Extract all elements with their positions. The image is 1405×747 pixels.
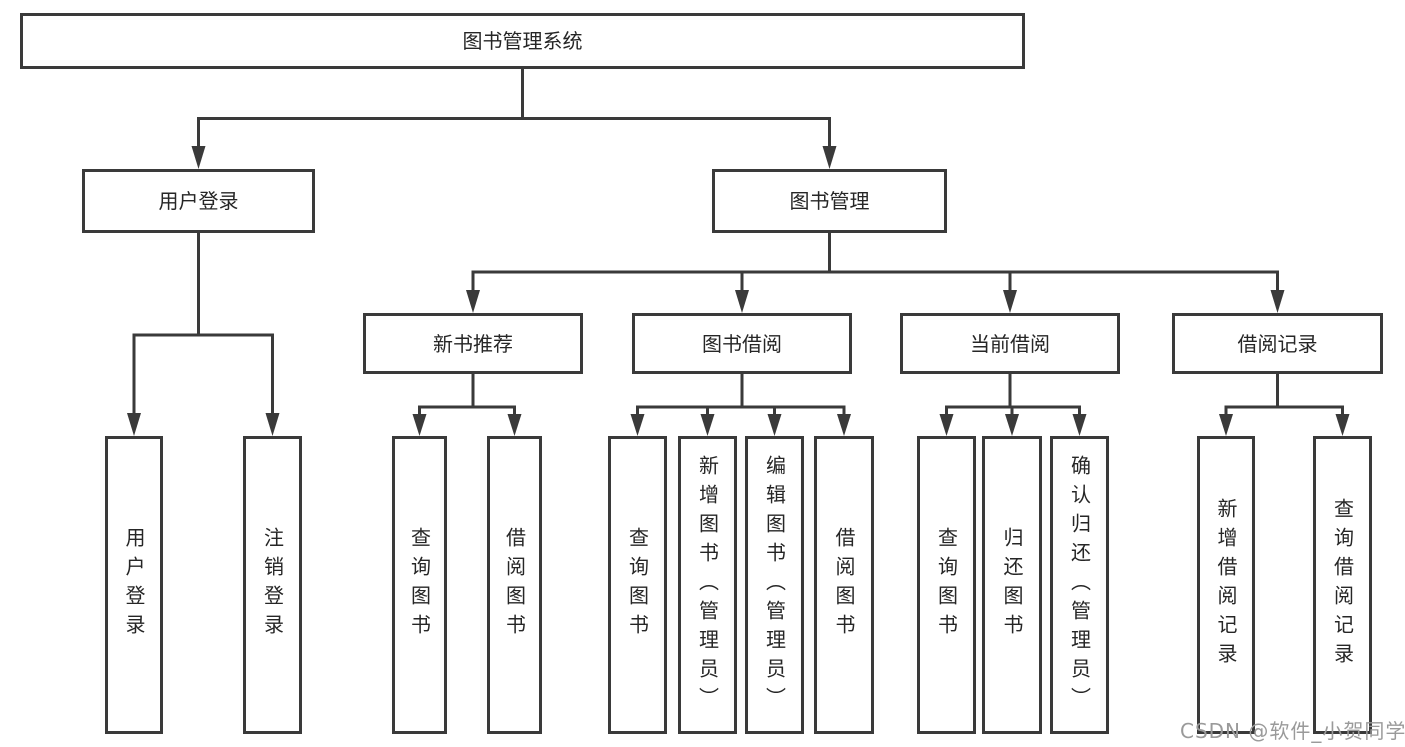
node-leaf-borrowing-borrow-label: 借阅图书 <box>832 527 856 643</box>
node-leaf-borrowing-query: 查询图书 <box>608 436 667 734</box>
csdn-watermark: CSDN @软件_小贺同学 <box>1180 719 1405 743</box>
node-current-borrowing: 当前借阅 <box>900 313 1120 374</box>
node-book-borrowing: 图书借阅 <box>632 313 852 374</box>
node-leaf-newbook-borrow: 借阅图书 <box>487 436 542 734</box>
node-leaf-newbook-borrow-label: 借阅图书 <box>502 527 527 643</box>
node-book-management: 图书管理 <box>712 169 947 233</box>
node-leaf-add-record-label: 新增借阅记录 <box>1214 498 1238 672</box>
node-leaf-current-query-label: 查询图书 <box>934 527 959 643</box>
node-new-book-recommend: 新书推荐 <box>363 313 583 374</box>
node-leaf-logout: 注销登录 <box>243 436 302 734</box>
node-leaf-current-query: 查询图书 <box>917 436 976 734</box>
connector-records-to-leaves <box>1219 374 1350 436</box>
node-user-login-branch-label: 用户登录 <box>158 189 239 213</box>
node-borrowing-records-label: 借阅记录 <box>1237 331 1318 356</box>
connector-bookmgmt-to-level3 <box>466 233 1285 313</box>
node-current-borrowing-label: 当前借阅 <box>970 331 1050 356</box>
node-leaf-query-record-label: 查询借阅记录 <box>1330 498 1355 672</box>
node-leaf-return-book: 归还图书 <box>982 436 1042 734</box>
node-new-book-recommend-label: 新书推荐 <box>433 331 513 356</box>
node-leaf-newbook-query: 查询图书 <box>392 436 447 734</box>
node-leaf-confirm-return-admin-label: 确认归还（管理员） <box>1067 454 1092 716</box>
node-leaf-edit-book-admin: 编辑图书（管理员） <box>745 436 804 734</box>
connector-current-to-leaves <box>939 374 1087 436</box>
node-leaf-newbook-query-label: 查询图书 <box>407 527 432 643</box>
node-leaf-add-book-admin-label: 新增图书（管理员） <box>695 454 720 716</box>
node-leaf-borrowing-borrow: 借阅图书 <box>814 436 874 734</box>
node-leaf-edit-book-admin-label: 编辑图书（管理员） <box>762 454 787 716</box>
node-leaf-user-login-label: 用户登录 <box>122 527 146 643</box>
connector-root-to-level2 <box>191 69 837 169</box>
node-leaf-logout-label: 注销登录 <box>260 527 285 643</box>
node-root-system-label: 图书管理系统 <box>462 29 583 53</box>
node-leaf-user-login: 用户登录 <box>105 436 163 734</box>
node-book-management-label: 图书管理 <box>789 189 870 213</box>
node-leaf-add-record: 新增借阅记录 <box>1197 436 1255 734</box>
connector-newbook-to-leaves <box>412 374 522 436</box>
node-root-system: 图书管理系统 <box>20 13 1025 69</box>
node-user-login-branch: 用户登录 <box>82 169 315 233</box>
connector-borrowing-to-leaves <box>630 374 851 436</box>
node-borrowing-records: 借阅记录 <box>1172 313 1383 374</box>
node-leaf-confirm-return-admin: 确认归还（管理员） <box>1050 436 1109 734</box>
node-leaf-borrowing-query-label: 查询图书 <box>625 527 650 643</box>
node-book-borrowing-label: 图书借阅 <box>702 331 782 356</box>
node-leaf-add-book-admin: 新增图书（管理员） <box>678 436 737 734</box>
node-leaf-return-book-label: 归还图书 <box>1000 527 1024 643</box>
connector-userlogin-to-leaves <box>127 233 280 436</box>
node-leaf-query-record: 查询借阅记录 <box>1313 436 1372 734</box>
